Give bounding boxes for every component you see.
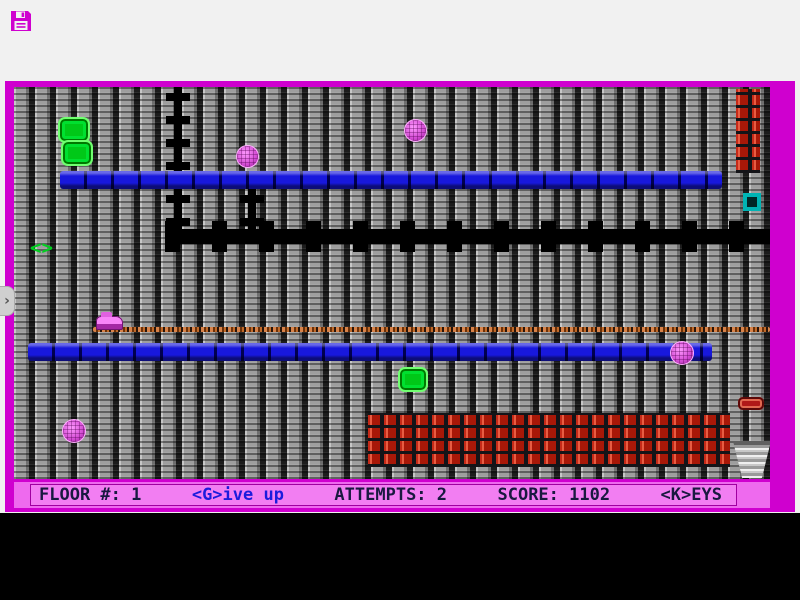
sprite-greenbox [398, 367, 428, 392]
side-panel-toggle[interactable]: › [0, 286, 15, 316]
sprite-rope [93, 327, 770, 332]
score-status: SCORE: 1102 [497, 485, 611, 505]
sprite-greenbox [61, 140, 93, 166]
attempts-status: ATTEMPTS: 2 [334, 485, 448, 505]
sprite-ball [404, 119, 427, 142]
give-up-hint: <G>ive up [191, 485, 284, 505]
save-icon [11, 11, 31, 31]
floor-status: FLOOR #: 1 [39, 485, 142, 505]
playfield[interactable]: <> [14, 87, 770, 479]
status-box: FLOOR #: 1 <G>ive up ATTEMPTS: 2 SCORE: … [30, 484, 737, 506]
status-bar: FLOOR #: 1 <G>ive up ATTEMPTS: 2 SCORE: … [14, 482, 770, 508]
sprite-tealbox [743, 193, 761, 211]
game-window: <> FLOOR #: 1 <G>ive up ATTEMPTS: 2 SCOR… [5, 81, 795, 512]
sprite-reditem [738, 397, 764, 410]
sprite-bricks [368, 413, 730, 467]
sprite-ball [236, 145, 259, 168]
sprite-arrows: <> [30, 237, 53, 259]
keys-hint: <K>EYS [660, 485, 722, 505]
save-button[interactable] [6, 6, 36, 36]
sprite-bricks [736, 89, 760, 173]
sprite-chain [166, 87, 190, 173]
sprite-ball [62, 419, 86, 443]
sprite-platform [60, 171, 722, 189]
top-toolbar [0, 0, 800, 81]
sprite-ball [670, 341, 694, 365]
sprite-trash [733, 441, 770, 478]
chevron-right-icon: › [4, 293, 10, 309]
sprite-platform [28, 343, 712, 361]
sprite-tank [96, 312, 123, 330]
sprite-corridor [165, 221, 770, 252]
